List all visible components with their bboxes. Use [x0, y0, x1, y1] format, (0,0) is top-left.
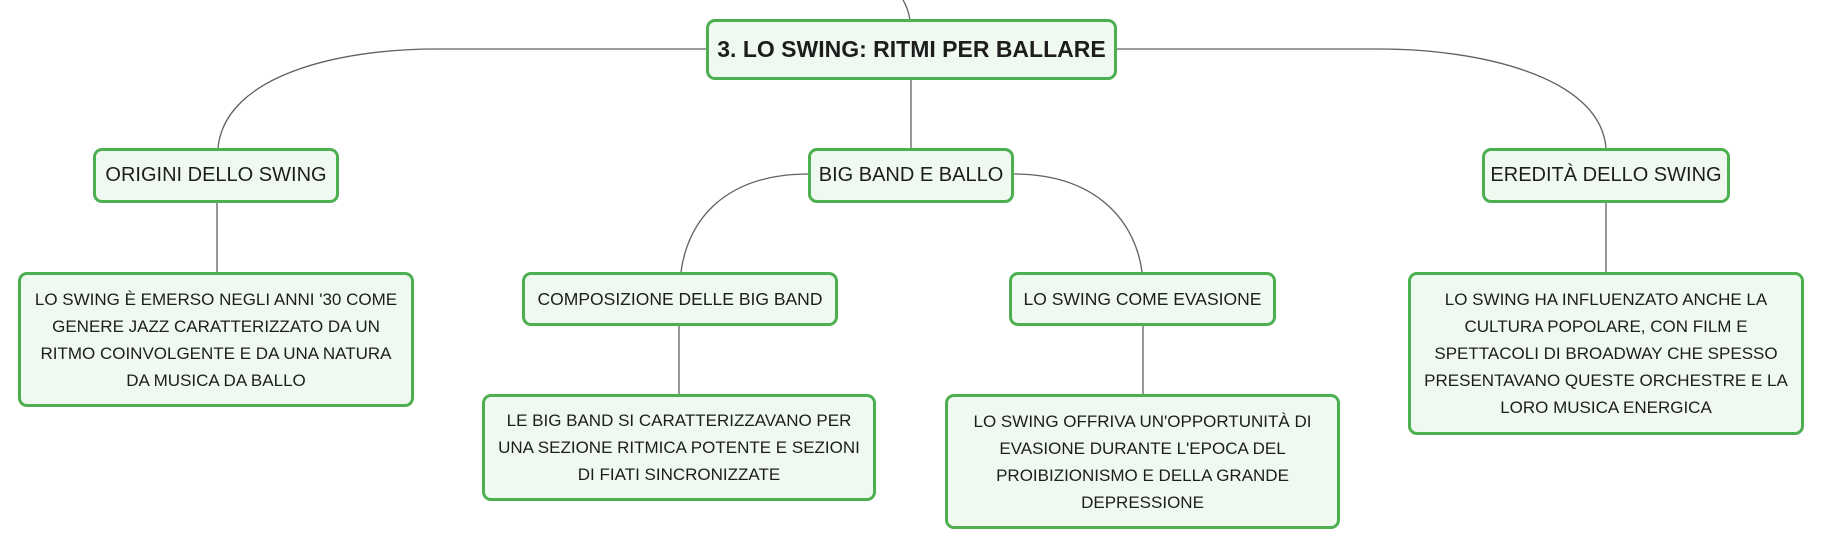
- topic-legacy-node[interactable]: EREDITÀ DELLO SWING: [1482, 148, 1730, 203]
- subtopic-composition-node[interactable]: COMPOSIZIONE DELLE BIG BAND: [522, 272, 838, 326]
- connector-incoming: [902, 0, 911, 21]
- composition-description-node[interactable]: LE BIG BAND SI CARATTERIZZAVANO PER UNA …: [482, 394, 876, 501]
- connector-bigband-escape: [1012, 173, 1143, 273]
- root-node[interactable]: 3. LO SWING: RITMI PER BALLARE: [706, 19, 1117, 80]
- connector-root-origins: [217, 48, 707, 149]
- topic-origins-node[interactable]: ORIGINI DELLO SWING: [93, 148, 339, 203]
- subtopic-escape-node[interactable]: LO SWING COME EVASIONE: [1009, 272, 1276, 326]
- connector-bigband-composition: [680, 173, 810, 273]
- origins-description-node[interactable]: LO SWING È EMERSO NEGLI ANNI '30 COME GE…: [18, 272, 414, 407]
- legacy-description-node[interactable]: LO SWING HA INFLUENZATO ANCHE LA CULTURA…: [1408, 272, 1804, 435]
- escape-description-node[interactable]: LO SWING OFFRIVA UN'OPPORTUNITÀ DI EVASI…: [945, 394, 1340, 529]
- connector-root-legacy: [1116, 48, 1607, 149]
- topic-bigband-node[interactable]: BIG BAND E BALLO: [808, 148, 1014, 203]
